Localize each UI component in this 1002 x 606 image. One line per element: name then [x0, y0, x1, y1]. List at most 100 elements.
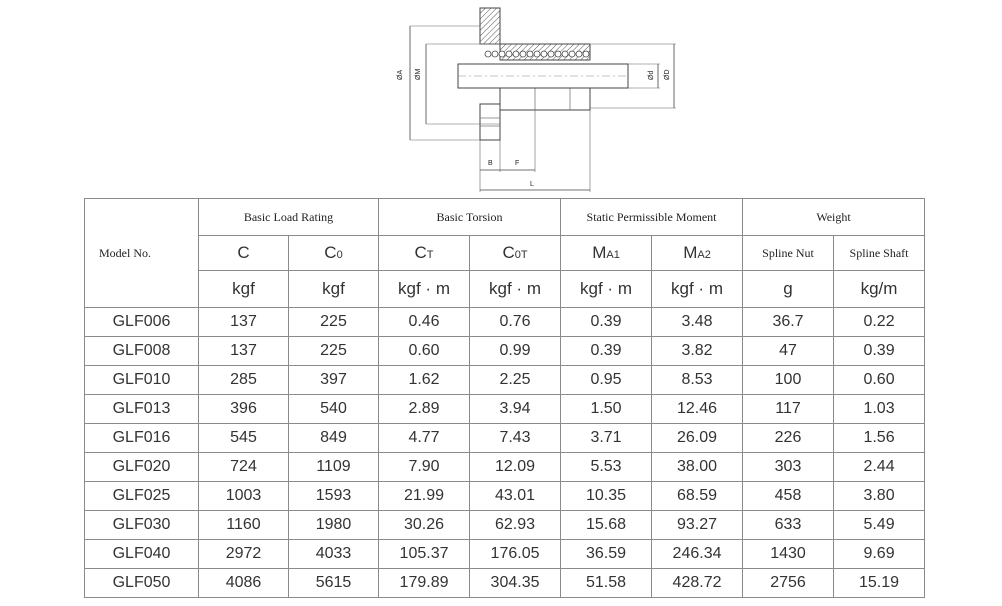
model-no-header: Model No. — [84, 198, 199, 308]
ma2-cell: 246.34 — [651, 539, 744, 569]
ma2-cell: 38.00 — [651, 452, 744, 482]
ma2-cell: 26.09 — [651, 423, 744, 453]
c-cell: 1160 — [198, 510, 289, 540]
unit-cell: kgf · m — [651, 270, 744, 308]
ct-cell: 0.46 — [378, 307, 471, 337]
dim-a-label: ØA — [397, 70, 404, 80]
dim-f-label: F — [515, 160, 519, 167]
ma1-cell: 15.68 — [560, 510, 653, 540]
c0-cell: 849 — [287, 423, 380, 453]
unit-cell: g — [742, 270, 835, 308]
model-no-cell: GLF006 — [84, 307, 199, 337]
c-cell: 396 — [198, 394, 289, 424]
c0t-cell: 62.93 — [469, 510, 562, 540]
ct-cell: 21.99 — [378, 481, 471, 511]
spline-shaft-weight-cell: 0.60 — [833, 365, 926, 395]
header-group-row: Model No. Basic Load Rating Basic Torsio… — [84, 198, 926, 308]
model-no-cell: GLF008 — [84, 336, 199, 366]
c-cell: 137 — [198, 307, 289, 337]
symbol-ma1: MA1 — [560, 235, 653, 271]
ct-cell: 2.89 — [378, 394, 471, 424]
spline-shaft-weight-cell: 9.69 — [833, 539, 926, 569]
model-no-cell: GLF020 — [84, 452, 199, 482]
unit-cell: kgf — [198, 270, 289, 308]
c-cell: 285 — [198, 365, 289, 395]
ma2-cell: 8.53 — [651, 365, 744, 395]
model-no-cell: GLF025 — [84, 481, 199, 511]
spline-shaft-weight-cell: 3.80 — [833, 481, 926, 511]
flange-upper — [479, 7, 501, 45]
weight-header: Weight — [742, 198, 926, 236]
symbol-spline-shaft: Spline Shaft — [833, 235, 926, 271]
unit-cell: kgf · m — [378, 270, 471, 308]
c0-cell: 225 — [287, 307, 380, 337]
c-cell: 1003 — [198, 481, 289, 511]
unit-cell: kgf — [287, 270, 380, 308]
ma1-cell: 1.50 — [560, 394, 653, 424]
load-rating-header: Basic Load Rating — [197, 198, 380, 236]
model-no-cell: GLF050 — [84, 568, 199, 598]
c0t-cell: 12.09 — [469, 452, 562, 482]
spline-nut-weight-cell: 100 — [742, 365, 835, 395]
ma2-cell: 93.27 — [651, 510, 744, 540]
spline-shaft-weight-cell: 0.22 — [833, 307, 926, 337]
spline-shaft-weight-cell: 0.39 — [833, 336, 926, 366]
unit-cell: kg/m — [833, 270, 926, 308]
ma1-cell: 51.58 — [560, 568, 653, 598]
ct-cell: 7.90 — [378, 452, 471, 482]
model-no-cell: GLF030 — [84, 510, 199, 540]
ct-cell: 4.77 — [378, 423, 471, 453]
ma1-cell: 5.53 — [560, 452, 653, 482]
c0-cell: 4033 — [287, 539, 380, 569]
ma2-cell: 12.46 — [651, 394, 744, 424]
c-cell: 2972 — [198, 539, 289, 569]
spline-nut-weight-cell: 458 — [742, 481, 835, 511]
ct-cell: 1.62 — [378, 365, 471, 395]
nut-body-lower — [499, 87, 591, 111]
spline-nut-drawing: ØA ØM Ød ØD B F L — [397, 7, 676, 192]
model-no-cell: GLF010 — [84, 365, 199, 395]
ball-row — [484, 50, 590, 58]
header-symbol-row: C C0 CT C0T MA1 MA2 Spline Nut Spline Sh… — [85, 235, 926, 271]
ma1-cell: 0.39 — [560, 336, 653, 366]
dim-d-outer-label: ØD — [664, 70, 671, 81]
dim-m-label: ØM — [415, 69, 422, 80]
model-no-cell: GLF040 — [84, 539, 199, 569]
ct-cell: 105.37 — [378, 539, 471, 569]
c0t-cell: 2.25 — [469, 365, 562, 395]
spline-nut-weight-cell: 303 — [742, 452, 835, 482]
model-no-cell: GLF016 — [84, 423, 199, 453]
c0t-cell: 0.99 — [469, 336, 562, 366]
spline-nut-weight-cell: 1430 — [742, 539, 835, 569]
technical-drawing: ØA ØM Ød ØD B F L — [380, 0, 700, 196]
spline-nut-weight-cell: 633 — [742, 510, 835, 540]
symbol-c0t: C0T — [469, 235, 562, 271]
c0-cell: 225 — [287, 336, 380, 366]
c0t-cell: 0.76 — [469, 307, 562, 337]
ma1-cell: 3.71 — [560, 423, 653, 453]
c0-cell: 397 — [287, 365, 380, 395]
spline-nut-weight-cell: 2756 — [742, 568, 835, 598]
spline-shaft-weight-cell: 1.56 — [833, 423, 926, 453]
spline-nut-weight-cell: 47 — [742, 336, 835, 366]
dim-l-label: L — [530, 181, 534, 188]
ma2-cell: 3.48 — [651, 307, 744, 337]
c0-cell: 1109 — [287, 452, 380, 482]
spline-shaft-weight-cell: 5.49 — [833, 510, 926, 540]
c0t-cell: 304.35 — [469, 568, 562, 598]
ma2-cell: 3.82 — [651, 336, 744, 366]
unit-cell: kgf · m — [469, 270, 562, 308]
header-unit-row: kgf kgf kgf · m kgf · m kgf · m kgf · m … — [85, 270, 926, 308]
c0-cell: 1593 — [287, 481, 380, 511]
model-no-cell: GLF013 — [84, 394, 199, 424]
ma1-cell: 10.35 — [560, 481, 653, 511]
dim-b-label: B — [488, 160, 493, 167]
